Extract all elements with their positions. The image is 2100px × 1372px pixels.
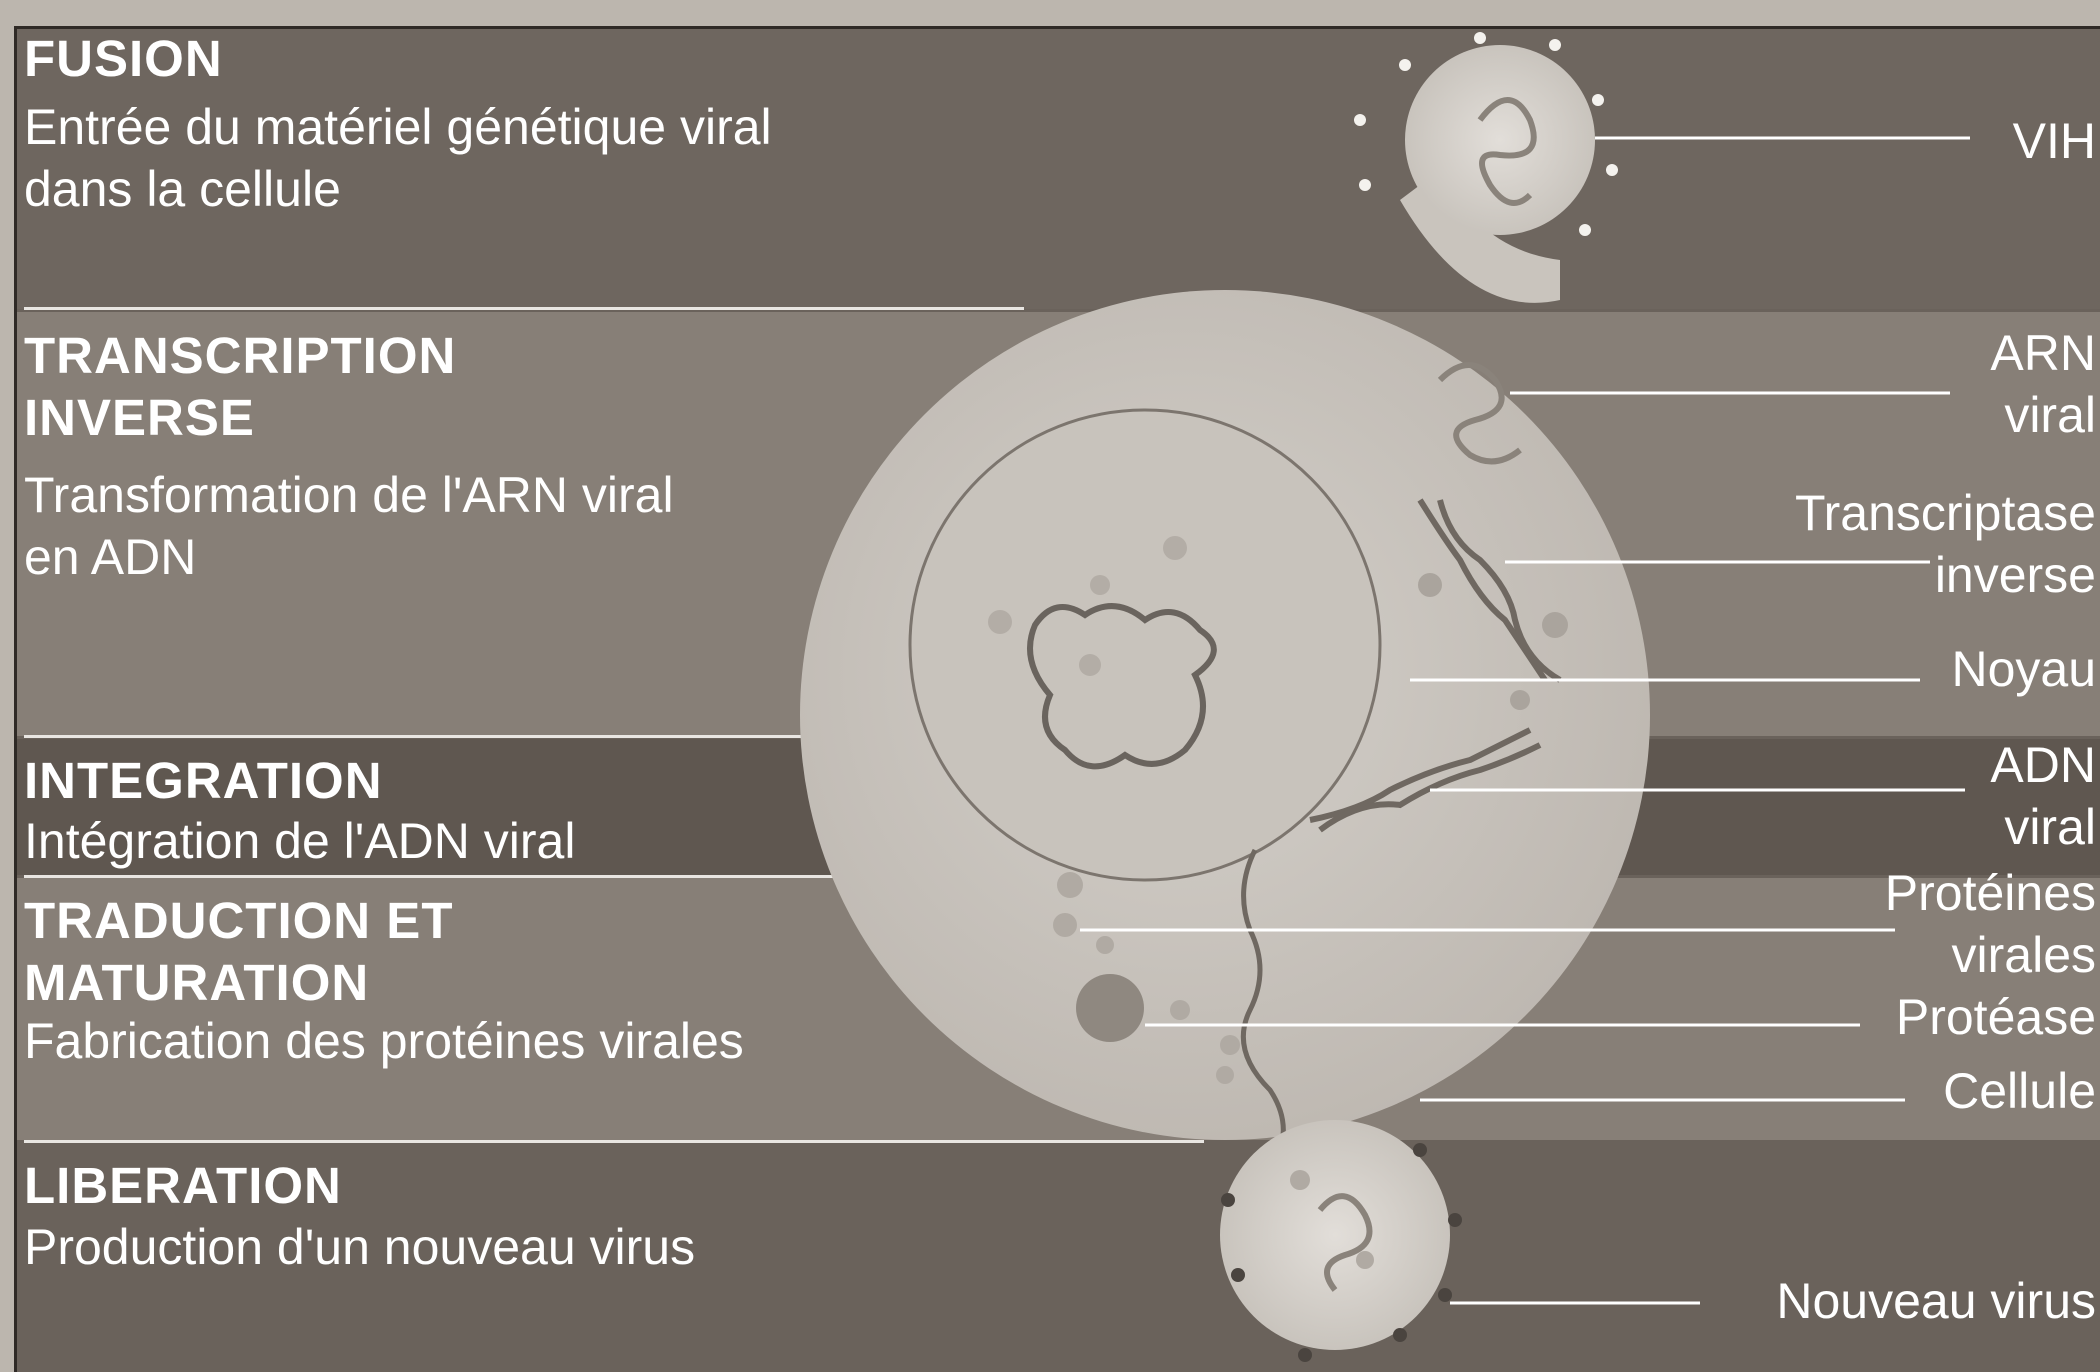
stage-title-integration: INTEGRATION	[24, 750, 383, 812]
nucleus	[910, 410, 1380, 880]
stage-desc-fusion: Entrée du matériel génétique viral dans …	[24, 96, 772, 220]
label-protease: Protéase	[1896, 986, 2096, 1048]
vih-virus	[1405, 45, 1595, 235]
label-arn-viral: ARN viral	[1990, 322, 2096, 446]
stage-title-traduction: TRADUCTION ET MATURATION	[24, 890, 453, 1014]
stage-desc-traduction: Fabrication des protéines virales	[24, 1010, 744, 1072]
stage-desc-transcription: Transformation de l'ARN viral en ADN	[24, 464, 674, 588]
stage-title-fusion: FUSION	[24, 28, 223, 90]
label-cellule: Cellule	[1943, 1060, 2096, 1122]
label-transcriptase: Transcriptase inverse	[1795, 482, 2096, 606]
label-noyau: Noyau	[1951, 638, 2096, 700]
label-proteines: Protéines virales	[1885, 862, 2096, 986]
label-vih: VIH	[2013, 110, 2096, 172]
label-adn-viral: ADN viral	[1990, 734, 2096, 858]
protease	[1076, 974, 1144, 1042]
stage-title-liberation: LIBERATION	[24, 1155, 342, 1217]
stage-desc-integration: Intégration de l'ADN viral	[24, 810, 575, 872]
stage-title-transcription: TRANSCRIPTION INVERSE	[24, 325, 456, 449]
stage-desc-liberation: Production d'un nouveau virus	[24, 1216, 695, 1278]
label-nouveau-virus: Nouveau virus	[1776, 1270, 2096, 1332]
